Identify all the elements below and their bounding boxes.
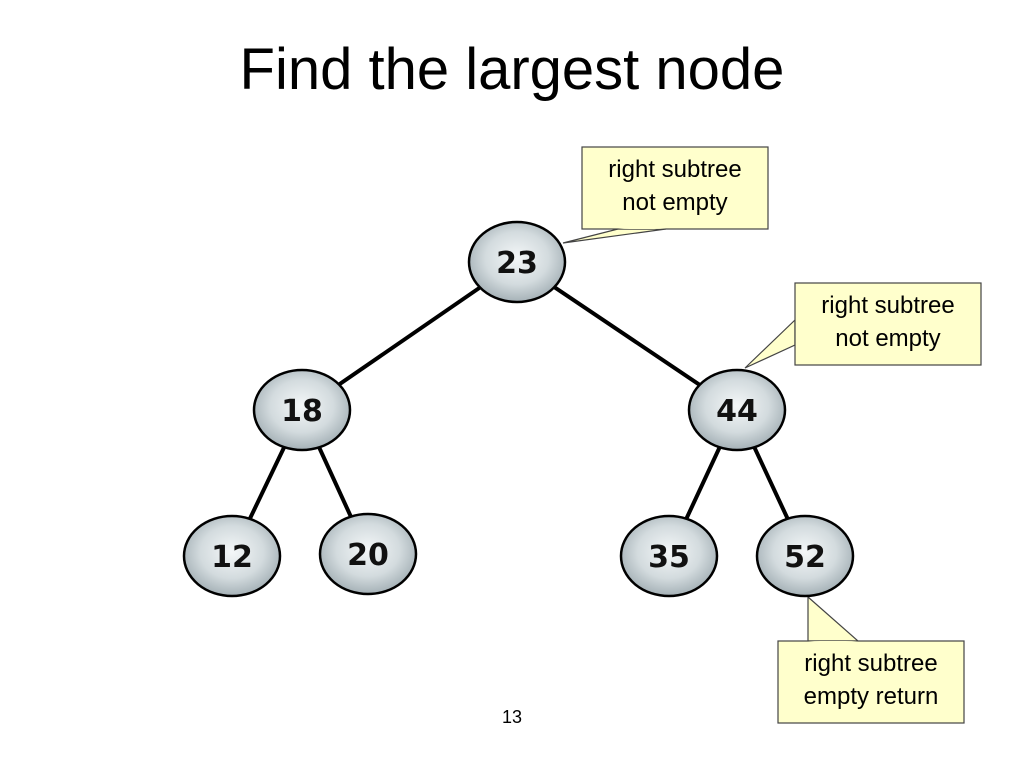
callout-1: right subtree not empty	[562, 146, 769, 244]
tree-node-44: 44	[687, 368, 787, 452]
node-circle	[687, 368, 787, 452]
callout-pointer	[807, 595, 860, 642]
tree-node-12: 12	[182, 514, 282, 598]
callout-pointer	[562, 228, 667, 244]
callout-3: right subtree empty return	[777, 595, 965, 724]
page-number: 13	[501, 707, 523, 727]
callout-seam	[808, 641, 858, 643]
node-label: 20	[347, 538, 389, 573]
callouts-layer: right subtree not empty right subtree not e…	[562, 146, 982, 724]
tree-node-23: 23	[467, 220, 567, 304]
callout-pointer	[744, 318, 796, 369]
node-label: 44	[716, 394, 758, 429]
node-circle	[467, 220, 567, 304]
tree-node-52: 52	[755, 514, 855, 598]
node-label: 18	[281, 394, 323, 429]
tree-node-35: 35	[619, 514, 719, 598]
node-circle	[318, 512, 418, 596]
nodes-layer: 23 18 44 12 20 35 52	[182, 220, 855, 598]
callout-text-line: not empty	[622, 189, 727, 216]
callout-seam	[618, 227, 666, 229]
node-circle	[755, 514, 855, 598]
tree-node-20: 20	[318, 512, 418, 596]
callout-2: right subtree not empty	[744, 282, 982, 369]
callout-box	[794, 282, 982, 366]
callout-box	[777, 640, 965, 724]
node-circle	[182, 514, 282, 598]
callout-text-line: not empty	[835, 325, 940, 352]
slide-title: Find the largest node	[239, 37, 785, 102]
callout-text-line: right subtree	[804, 650, 937, 677]
tree-node-18: 18	[252, 368, 352, 452]
node-label: 35	[648, 540, 690, 575]
node-label: 12	[211, 540, 253, 575]
node-circle	[252, 368, 352, 452]
node-circle	[619, 514, 719, 598]
callout-text-line: empty return	[804, 683, 939, 710]
callout-text-line: right subtree	[608, 156, 741, 183]
node-label: 52	[784, 540, 826, 575]
callout-text-line: right subtree	[821, 292, 954, 319]
callout-box	[581, 146, 769, 230]
node-label: 23	[496, 246, 538, 281]
